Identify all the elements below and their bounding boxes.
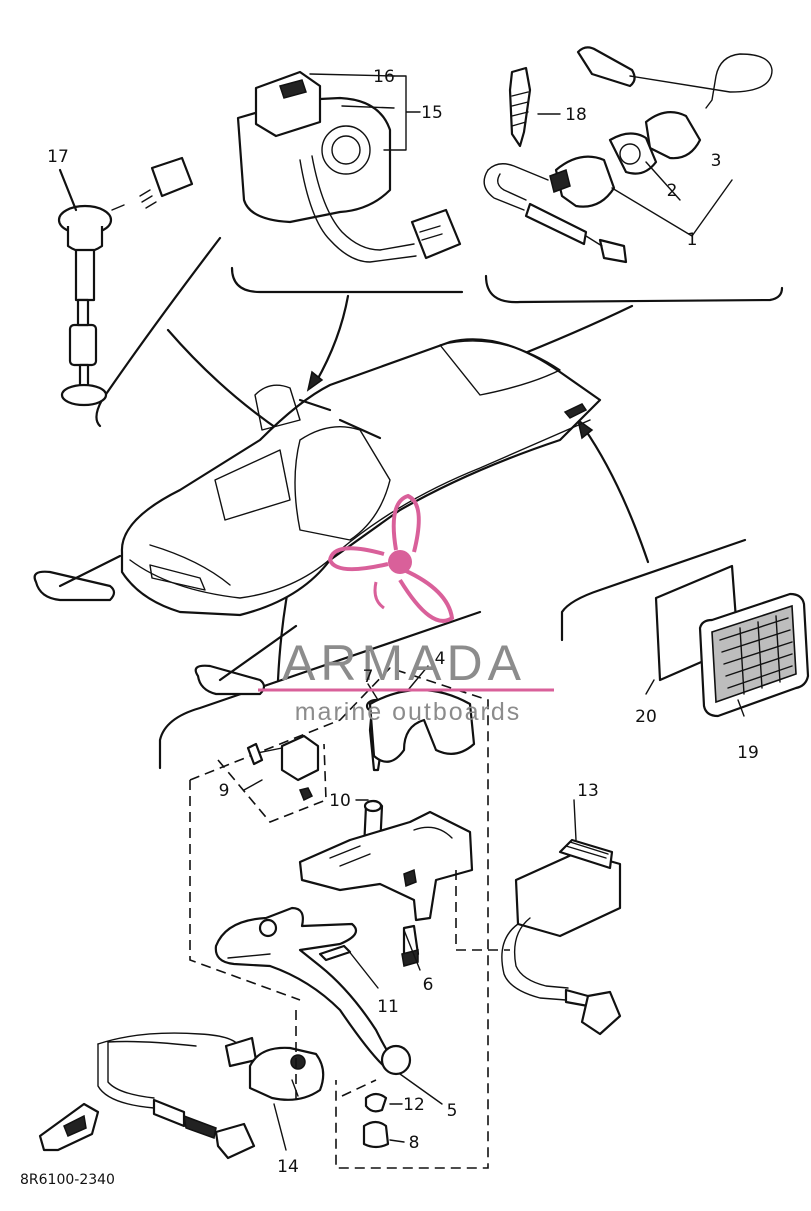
callout-6: 6 [423,975,434,995]
callout-14: 14 [277,1157,299,1177]
callout-17: 17 [47,147,69,167]
arrowhead-19 [576,418,594,440]
snowmobile-illustration [33,338,602,696]
arrowhead-15 [306,370,324,392]
callout-15: 15 [421,103,443,123]
group-frame-19 [560,538,747,642]
callout-2: 2 [667,181,678,201]
group-frame-4 [158,610,482,770]
callout-1: 1 [687,230,698,250]
armada-watermark: ARMADA marine outboards [258,493,554,726]
watermark-tagline: marine outboards [295,698,522,726]
callout-20: 20 [635,707,657,727]
callout-13: 13 [577,781,599,801]
hand-lever-icon-detail [63,1114,87,1138]
callout-3: 3 [711,151,722,171]
group-frame-17 [95,236,222,428]
callout-10: 10 [329,791,351,811]
part-19-20-drawing [645,564,810,718]
part-17-drawing [57,156,194,407]
part-1-2-3-drawing [483,46,773,264]
part-4-assembly-drawing [97,667,489,1169]
diagram-code: 8R6100-2340 [20,1172,115,1188]
callout-18: 18 [565,105,587,125]
callout-leaders [243,665,577,1151]
group-frame-15 [230,266,464,294]
group-frame-1 [484,274,784,304]
callout-7: 7 [363,667,374,687]
leader-arrow-17 [166,328,284,434]
callout-8: 8 [409,1133,420,1153]
callout-16: 16 [373,67,395,87]
part-15-16-drawing [236,70,462,263]
leader-arrow-15 [314,294,350,384]
callout-12: 12 [403,1095,425,1115]
callout-9: 9 [219,781,230,801]
callout-5: 5 [447,1101,458,1121]
callout-11: 11 [377,997,399,1017]
armada-logo-icon [327,493,455,623]
watermark-brand: ARMADA [282,635,526,691]
leader-arrow-19 [582,426,650,564]
callout-19: 19 [737,743,759,763]
callout-4: 4 [435,649,446,669]
part-13-drawing [455,838,622,1036]
